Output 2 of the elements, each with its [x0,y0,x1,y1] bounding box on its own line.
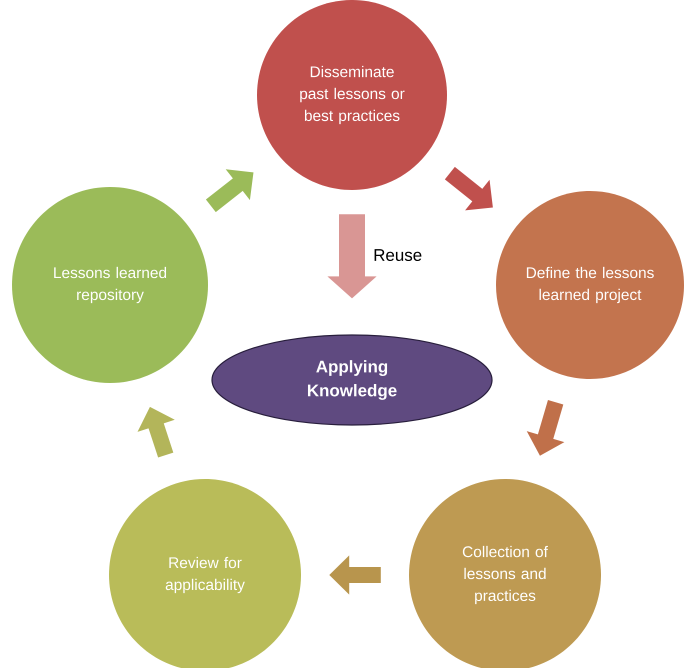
edge-label: Reuse [372,248,424,262]
block-arrow [206,169,254,212]
